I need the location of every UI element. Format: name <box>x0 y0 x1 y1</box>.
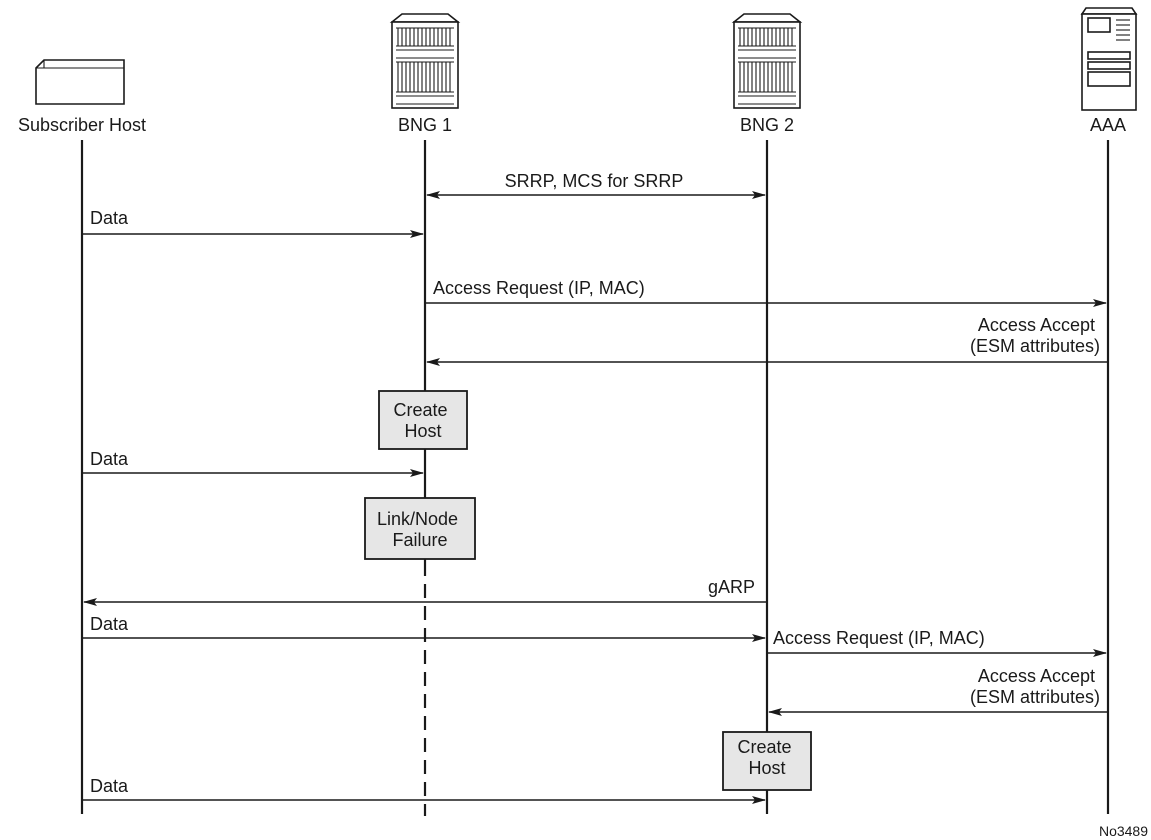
message-label-garp: gARP <box>708 577 755 597</box>
message-label-data-2: Data <box>90 449 129 469</box>
message-label-access-request-2: Access Request (IP, MAC) <box>773 628 985 648</box>
terminal-icon <box>35 59 125 105</box>
router-icon <box>389 13 461 109</box>
svg-text:Link/Node Failure: Link/Node Failure <box>377 509 463 550</box>
event-create-host-bng2: Create Host <box>722 731 812 791</box>
server-icon <box>1080 7 1138 111</box>
message-label-access-accept-1: Access Accept (ESM attributes) <box>970 315 1100 356</box>
message-label-access-accept-2: Access Accept (ESM attributes) <box>970 666 1100 707</box>
figure-id: No3489 <box>1099 823 1148 839</box>
participant-name-aaa: AAA <box>1090 115 1126 135</box>
event-link-node-failure: Link/Node Failure <box>364 497 476 560</box>
participant-name-bng2: BNG 2 <box>740 115 794 135</box>
message-label-data-1: Data <box>90 208 129 228</box>
svg-text:Create Host: Create Host <box>393 400 452 441</box>
svg-text:Create Host: Create Host <box>737 737 796 778</box>
router-icon <box>731 13 803 109</box>
message-label-srrp: SRRP, MCS for SRRP <box>505 171 684 191</box>
message-label-access-request-1: Access Request (IP, MAC) <box>433 278 645 298</box>
event-create-host-bng1: Create Host <box>378 390 468 450</box>
participant-name-bng1: BNG 1 <box>398 115 452 135</box>
message-label-data-3: Data <box>90 614 129 634</box>
message-label-data-4: Data <box>90 776 129 796</box>
participant-name-subscriber-host: Subscriber Host <box>18 115 146 135</box>
